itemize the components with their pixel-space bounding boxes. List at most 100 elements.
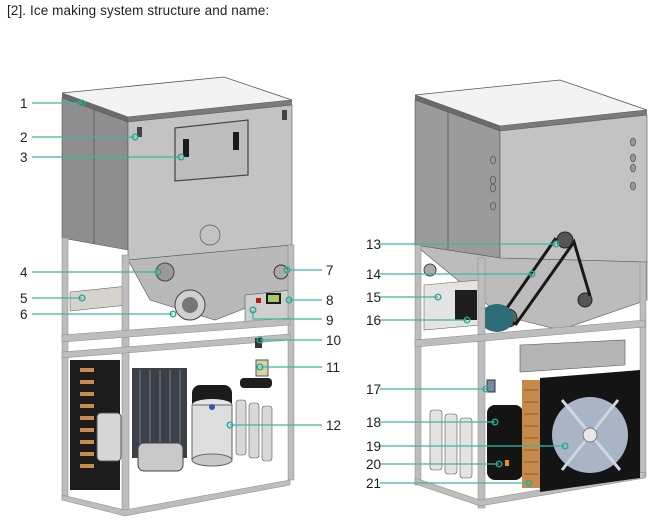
sight-glass	[155, 262, 175, 282]
callout-dot	[283, 266, 291, 274]
callout-7: 7	[283, 263, 334, 278]
lid-rim	[62, 93, 128, 122]
callout-17: 17	[366, 382, 490, 397]
ro-filters	[429, 409, 473, 479]
copper-coils	[80, 368, 94, 468]
access-door	[174, 119, 249, 182]
callout-number: 11	[326, 360, 340, 375]
callout-16: 16	[366, 313, 471, 328]
callout-dot	[249, 306, 257, 314]
callout-14: 14	[366, 267, 536, 282]
top-pulley	[556, 231, 574, 249]
compressor	[487, 405, 523, 480]
hinge	[137, 127, 142, 137]
callout-number: 7	[326, 263, 334, 278]
callout-number: 17	[366, 382, 381, 397]
callout-dot	[177, 153, 185, 161]
callout-dot	[154, 268, 162, 276]
callout-2: 2	[20, 130, 139, 145]
power-switch	[256, 298, 261, 303]
callout-number: 18	[366, 415, 381, 430]
frame	[61, 237, 295, 517]
callout-10: 10	[256, 333, 341, 348]
booster-pump	[240, 378, 272, 388]
callout-5: 5	[20, 291, 86, 306]
callout-dot	[78, 99, 86, 107]
callout-dot	[285, 296, 293, 304]
ice-storage-tray	[519, 339, 626, 373]
callout-dot	[482, 385, 490, 393]
inspection-ports	[490, 137, 636, 211]
sight-glass	[423, 263, 437, 277]
drive-belt	[497, 237, 592, 326]
callout-number: 19	[366, 439, 381, 454]
callout-number: 12	[326, 418, 341, 433]
section-heading: [2]. Ice making system structure and nam…	[7, 3, 270, 18]
water-pump	[137, 442, 184, 472]
callout-dot	[434, 293, 442, 301]
side-panel	[61, 97, 129, 251]
hinge	[282, 110, 287, 120]
compressor-terminal	[505, 460, 509, 466]
callout-number: 8	[326, 293, 334, 308]
contactors	[455, 290, 477, 320]
callout-1: 1	[20, 96, 86, 111]
callout-number: 16	[366, 313, 381, 328]
door-handle-right	[233, 132, 239, 150]
callout-20: 20	[366, 457, 503, 472]
fan-hub	[582, 427, 598, 443]
callout-8: 8	[285, 293, 334, 308]
callout-dot	[226, 421, 234, 429]
port-circle	[199, 224, 221, 246]
callout-dot	[528, 270, 536, 278]
callout-number: 3	[20, 150, 28, 165]
callout-13: 13	[366, 237, 560, 252]
lid-rim-front	[128, 100, 292, 122]
callout-6: 6	[20, 307, 177, 322]
rear-view-machine	[413, 79, 648, 509]
ro-filters	[235, 399, 273, 462]
callout-18: 18	[366, 415, 499, 430]
condenser-coil	[522, 380, 540, 488]
front-view-machine	[61, 76, 295, 517]
callout-dot	[561, 442, 569, 450]
callout-12: 12	[226, 418, 341, 433]
callout-dot	[131, 133, 139, 141]
callout-number: 1	[20, 96, 28, 111]
callout-number: 15	[366, 290, 381, 305]
callout-21: 21	[366, 476, 533, 491]
callout-dot	[525, 479, 533, 487]
callout-number: 4	[20, 265, 28, 280]
callout-dot	[256, 336, 264, 344]
callout-number: 14	[366, 267, 382, 282]
callout-number: 5	[20, 291, 28, 306]
callout-dot	[463, 316, 471, 324]
door-handle-left	[183, 139, 189, 157]
accumulator	[96, 412, 122, 462]
callout-number: 2	[20, 130, 28, 145]
callout-number: 20	[366, 457, 381, 472]
callout-3: 3	[20, 150, 185, 165]
gear-motor	[480, 304, 514, 332]
callout-number: 9	[326, 313, 334, 328]
callout-number: 13	[366, 237, 381, 252]
callout-number: 10	[326, 333, 341, 348]
frame	[414, 244, 647, 509]
callout-dot	[552, 240, 560, 248]
callout-dot	[169, 310, 177, 318]
callout-19: 19	[366, 439, 569, 454]
callout-dot	[491, 418, 499, 426]
side-pulley	[577, 292, 593, 308]
callout-number: 6	[20, 307, 28, 322]
rear-panel	[499, 114, 648, 276]
callout-4: 4	[20, 265, 162, 280]
callout-number: 21	[366, 476, 381, 491]
ice-outlet-inner	[182, 297, 198, 313]
callout-dot	[256, 363, 264, 371]
callout-11: 11	[256, 360, 340, 375]
callout-dot	[495, 460, 503, 468]
callout-dot	[78, 294, 86, 302]
callout-9: 9	[249, 306, 334, 328]
